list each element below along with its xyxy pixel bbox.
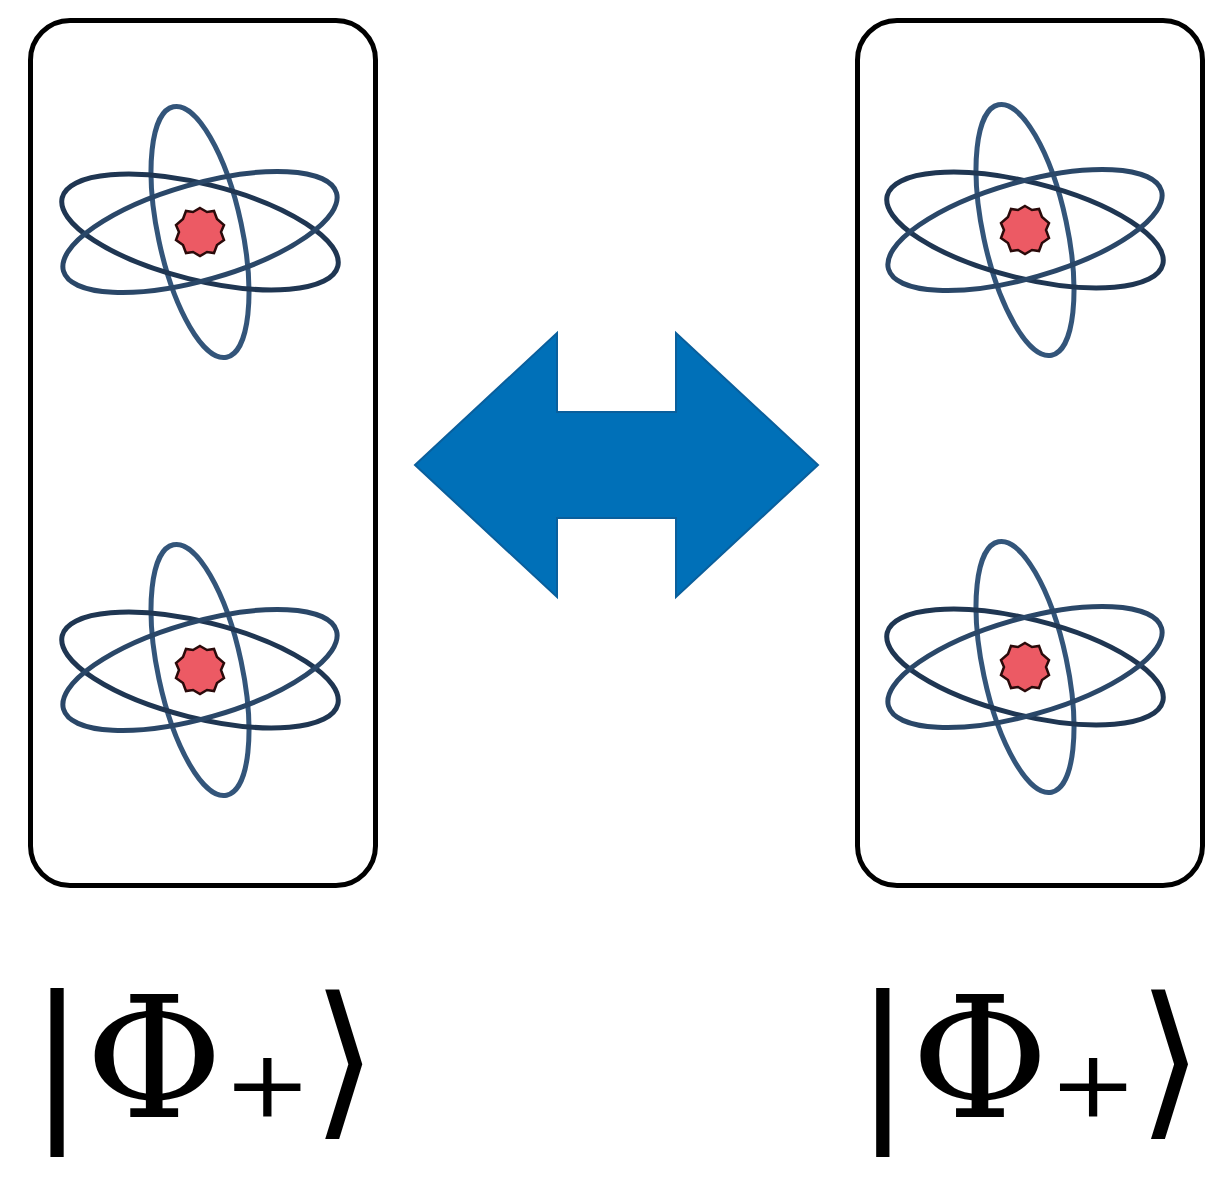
atom-icon — [50, 536, 349, 804]
state-box: |Φ₊⟩ — [28, 18, 378, 888]
state-box: |Φ₊⟩ — [855, 18, 1205, 888]
double-arrow — [415, 333, 818, 597]
state-label: |Φ₊⟩ — [854, 975, 1203, 1143]
state-label: |Φ₊⟩ — [29, 975, 378, 1143]
atom-icon — [875, 96, 1174, 364]
atom-icon — [875, 533, 1174, 801]
atom-icon — [50, 98, 349, 366]
